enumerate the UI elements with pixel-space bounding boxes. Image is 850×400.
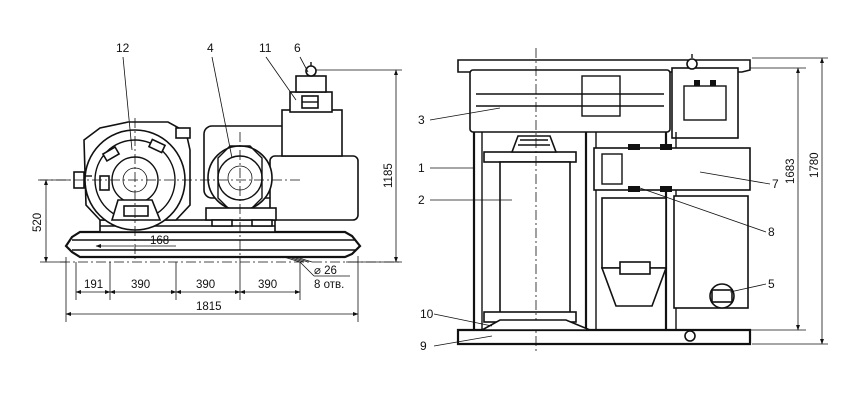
side-base [456, 319, 752, 346]
skid-frame [64, 230, 362, 259]
front-callouts: 12 4 11 6 [116, 41, 309, 159]
callout-11: 11 [259, 41, 272, 55]
dim-1185-label: 1185 [383, 163, 395, 188]
dim-1683: 1683 [750, 67, 806, 331]
hole-callout: ⌀ 26 8 отв. [299, 261, 350, 291]
callout-6: 6 [294, 41, 301, 55]
callout-2: 2 [418, 193, 425, 207]
dim-1683-label: 1683 [785, 158, 797, 184]
dim-390-b-label: 390 [196, 279, 215, 291]
winch-drum [73, 121, 191, 231]
side-gearbox [593, 144, 751, 192]
front-view: 12 4 11 6 1185 520 168 [32, 41, 402, 322]
side-callouts: 3 1 2 7 8 5 10 9 [418, 107, 779, 353]
valve-assembly [281, 62, 343, 157]
callout-3: 3 [418, 113, 425, 127]
dim-1815: 1815 [65, 256, 359, 322]
callout-12: 12 [116, 41, 130, 55]
callout-9: 9 [420, 339, 427, 353]
dim-520: 520 [32, 179, 70, 263]
dim-191-label: 191 [84, 279, 103, 291]
hole-diameter-label: ⌀ 26 [314, 265, 337, 277]
hole-count-label: 8 отв. [314, 279, 344, 291]
callout-1: 1 [418, 161, 425, 175]
callout-8: 8 [768, 225, 775, 239]
callout-10: 10 [420, 307, 434, 321]
dim-chain: 191 390 390 390 [75, 262, 301, 300]
dim-1185: 1185 [316, 69, 402, 263]
side-motor-box [673, 195, 749, 309]
dim-1780-label: 1780 [809, 152, 821, 178]
top-frame [457, 54, 751, 139]
callout-4: 4 [207, 41, 214, 55]
side-view: 3 1 2 7 8 5 10 9 1683 [418, 48, 828, 353]
hole-marks [283, 256, 313, 263]
pump-hopper [600, 197, 668, 307]
dim-168: 168 [95, 235, 176, 248]
dim-520-label: 520 [32, 213, 44, 232]
dim-1780: 1780 [752, 57, 828, 345]
dim-390-a-label: 390 [131, 279, 150, 291]
dim-168-label: 168 [150, 235, 169, 247]
dim-1815-label: 1815 [196, 301, 222, 313]
side-drum [483, 48, 577, 352]
callout-5: 5 [768, 277, 775, 291]
dim-390-c-label: 390 [258, 279, 277, 291]
callout-7: 7 [772, 177, 779, 191]
